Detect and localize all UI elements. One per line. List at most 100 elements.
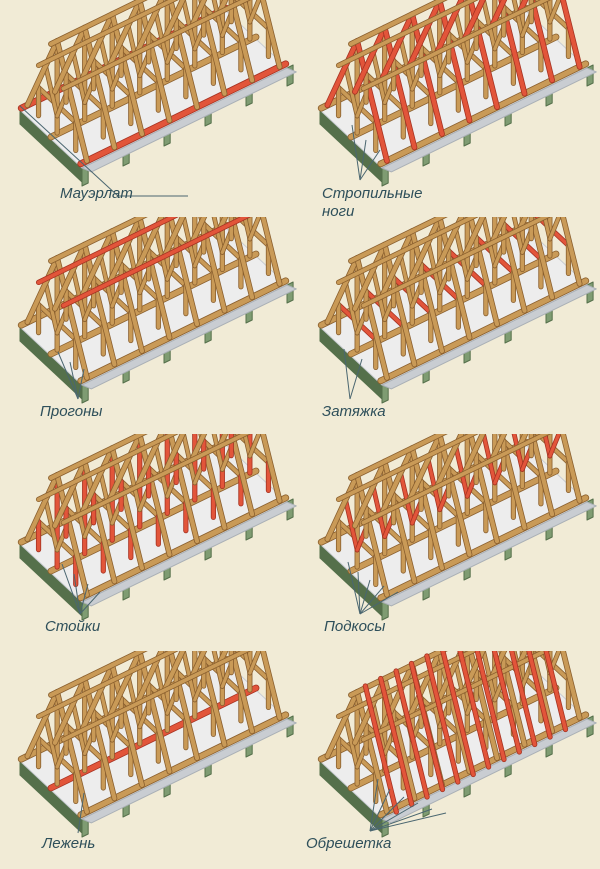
strut	[43, 60, 59, 118]
rafter	[168, 434, 200, 544]
purlin-back	[36, 651, 177, 719]
roof-frame-illustration	[17, 217, 297, 404]
slab-edge	[381, 501, 597, 607]
rafter	[380, 12, 415, 81]
strut	[125, 454, 142, 512]
leader-line	[359, 585, 385, 615]
rafter	[352, 25, 387, 94]
rafter	[107, 0, 142, 67]
ridge-beam	[48, 651, 146, 698]
strut	[153, 441, 169, 498]
rafter	[517, 0, 528, 14]
rafter	[382, 459, 417, 584]
purlin-back	[336, 434, 477, 502]
strut	[548, 0, 561, 24]
rafter	[437, 434, 472, 557]
leader-line	[359, 591, 399, 615]
rafter	[168, 0, 200, 110]
rafter	[435, 651, 464, 705]
rafter	[110, 229, 145, 354]
leader-line	[357, 571, 361, 615]
purlin-front	[61, 217, 250, 308]
label-purlins: Прогоны	[40, 403, 103, 420]
rafter	[437, 0, 472, 123]
purlin-back	[336, 217, 477, 285]
strut	[543, 434, 552, 458]
rafter	[52, 676, 87, 745]
ridge-beam	[348, 217, 446, 264]
batten	[440, 651, 476, 777]
rafter	[499, 217, 527, 313]
rafter	[352, 242, 387, 311]
strut	[243, 217, 252, 241]
rafter	[468, 434, 500, 544]
rafter	[137, 651, 172, 774]
purlin-front	[61, 651, 250, 742]
purlin-back	[36, 434, 177, 502]
leader-line	[347, 561, 361, 615]
rafter	[380, 663, 415, 732]
strut	[98, 250, 114, 308]
strut	[181, 217, 197, 268]
rafter	[55, 38, 90, 163]
strut	[543, 217, 552, 241]
strut	[243, 434, 252, 458]
leader-line	[369, 778, 379, 832]
strut	[243, 651, 252, 675]
slab-edge	[381, 284, 597, 390]
strut	[370, 264, 387, 322]
strut	[370, 47, 387, 105]
strut	[343, 277, 359, 335]
rafter	[229, 217, 255, 300]
strut	[481, 0, 497, 51]
rafter	[137, 0, 172, 123]
rafter	[162, 217, 185, 258]
roof-frame-illustration	[317, 434, 597, 621]
ridge-beam	[48, 0, 146, 47]
rafter	[407, 434, 442, 501]
rafter	[107, 217, 142, 284]
rafter	[110, 663, 145, 788]
rafter	[162, 0, 185, 41]
strut	[70, 264, 87, 322]
strut	[153, 658, 169, 715]
rafter	[382, 25, 417, 150]
rafter	[110, 446, 145, 571]
batten	[378, 676, 414, 807]
rafter	[517, 651, 528, 665]
strut	[212, 434, 224, 472]
rafter	[135, 217, 164, 271]
ridge-beam	[348, 434, 446, 481]
strut	[398, 467, 414, 525]
strut	[512, 0, 524, 38]
rafter	[529, 434, 555, 517]
rafter	[407, 0, 442, 67]
rafter	[435, 217, 464, 271]
rafter	[410, 12, 445, 137]
leader-line	[359, 149, 381, 181]
rafter	[137, 434, 172, 557]
slab-edge	[81, 67, 297, 173]
rafter	[135, 651, 164, 705]
rafter	[410, 229, 445, 354]
leader-line	[79, 583, 89, 615]
rafter	[352, 459, 387, 528]
rafter	[217, 651, 228, 665]
leader-line	[77, 792, 85, 834]
strut	[481, 434, 497, 485]
strut	[212, 651, 224, 689]
strut	[248, 651, 261, 675]
panel-sill: Лежень	[0, 651, 300, 868]
rafter	[25, 255, 60, 325]
leader-line	[343, 348, 351, 400]
ridge-beam	[348, 651, 446, 698]
rafter	[410, 446, 445, 571]
leader-line	[351, 124, 361, 181]
strut	[543, 0, 552, 24]
rafter	[468, 651, 500, 761]
rafter	[80, 12, 115, 81]
strut	[248, 217, 261, 241]
slab-edge	[381, 67, 597, 173]
rafter	[435, 0, 464, 54]
leader-line	[77, 368, 85, 400]
